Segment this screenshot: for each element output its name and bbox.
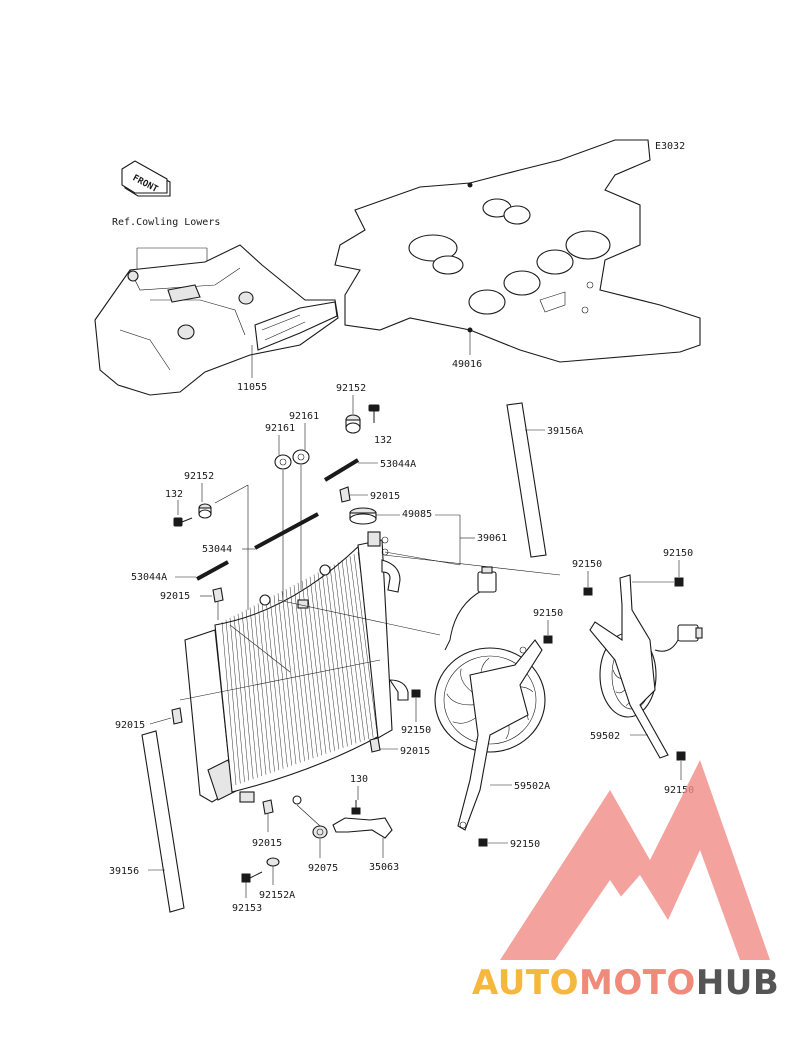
grommet-92161-b: [292, 449, 310, 465]
washer-92152A: [266, 857, 280, 867]
nut-92075: [312, 825, 328, 839]
rod-53044A-upper: [323, 458, 360, 482]
front-arrow-icon: FRONT: [121, 160, 171, 197]
label-92152-upper: 92152: [336, 383, 366, 394]
label-53044: 53044: [202, 544, 232, 555]
label-11055: 11055: [237, 382, 267, 393]
grommet-92161-a: [274, 454, 292, 470]
label-92015-right: 92015: [400, 746, 430, 757]
leader-92015-lower-left: [149, 717, 172, 725]
radiator: [184, 531, 409, 805]
insulator-plate: [334, 139, 701, 363]
clip-92015-left: [212, 587, 224, 603]
bolt-92153: [241, 871, 263, 883]
label-92015-left: 92015: [160, 591, 190, 602]
label-49085: 49085: [402, 509, 432, 520]
label-92150-d: 92150: [663, 548, 693, 559]
bolt-92150-a: [543, 635, 553, 644]
clip-92015-upper: [339, 486, 351, 503]
label-132-left: 132: [165, 489, 183, 500]
leader-rad-to-rightfan: [383, 554, 561, 576]
fan-right: [589, 574, 703, 759]
leader-39061-rad: [384, 551, 461, 566]
label-39156A: 39156A: [547, 426, 583, 437]
rod-53044A-lower: [196, 560, 229, 581]
label-35063: 35063: [369, 862, 399, 873]
bracket-35063: [332, 817, 393, 839]
label-92150-c: 92150: [572, 559, 602, 570]
bolt-92150-f: [478, 838, 488, 847]
label-49016: 49016: [452, 359, 482, 370]
diagram-code: E3032: [655, 141, 685, 152]
bolt-132-left: [173, 517, 193, 527]
label-92161-b: 92161: [289, 411, 319, 422]
grommet-92152-upper: [345, 414, 361, 434]
label-92150-b: 92150: [401, 725, 431, 736]
label-59502A: 59502A: [514, 781, 550, 792]
clip-92015-right: [369, 737, 381, 753]
leader-rad-to-fan-2: [229, 624, 291, 673]
radiator-cap: [349, 507, 377, 525]
label-92150-e: 92150: [664, 785, 694, 796]
clip-92015-bottom: [262, 799, 274, 815]
watermark-logo-icon: [500, 760, 770, 960]
label-53044A-upper: 53044A: [380, 459, 416, 470]
leader-92075-up: [296, 804, 321, 827]
watermark-part2: MOTO: [579, 963, 696, 1003]
bolt-92150-d: [674, 577, 684, 587]
rod-53044: [254, 512, 319, 550]
label-92015-upper: 92015: [370, 491, 400, 502]
label-92161-a: 92161: [265, 423, 295, 434]
label-39156: 39156: [109, 866, 139, 877]
bolt-92150-c: [583, 587, 593, 596]
strip-39156: [141, 730, 185, 913]
label-130: 130: [350, 774, 368, 785]
leader-92152-left-to-rad: [214, 484, 249, 504]
bolt-130: [351, 800, 361, 815]
label-92153: 92153: [232, 903, 262, 914]
label-132-upper: 132: [374, 435, 392, 446]
label-39061: 39061: [477, 533, 507, 544]
bolt-92150-b: [411, 689, 421, 698]
label-92150-a: 92150: [533, 608, 563, 619]
leader-rad-to-fan-1: [277, 599, 441, 636]
watermark-part1: AUTO: [472, 963, 579, 1003]
watermark-text: AUTOMOTOHUB: [472, 963, 779, 1003]
label-53044A-lower: 53044A: [131, 572, 167, 583]
watermark-part3: HUB: [696, 963, 779, 1003]
fan-left: [434, 566, 546, 831]
label-92152A: 92152A: [259, 890, 295, 901]
label-92152-left: 92152: [184, 471, 214, 482]
reference-note: Ref.Cowling Lowers: [112, 217, 220, 228]
cowling-part: [94, 244, 339, 396]
leader-rad-to-fan-3: [179, 659, 381, 701]
label-59502: 59502: [590, 731, 620, 742]
bolt-92150-e: [676, 751, 686, 761]
grommet-92152-left: [198, 503, 212, 519]
label-92150-f: 92150: [510, 839, 540, 850]
strip-39156A: [506, 402, 547, 558]
bolt-132-upper: [368, 404, 380, 423]
label-92075: 92075: [308, 863, 338, 874]
label-92015-bottom: 92015: [252, 838, 282, 849]
clip-92015-lower-left: [171, 707, 183, 725]
label-92015-lower-left: 92015: [115, 720, 145, 731]
